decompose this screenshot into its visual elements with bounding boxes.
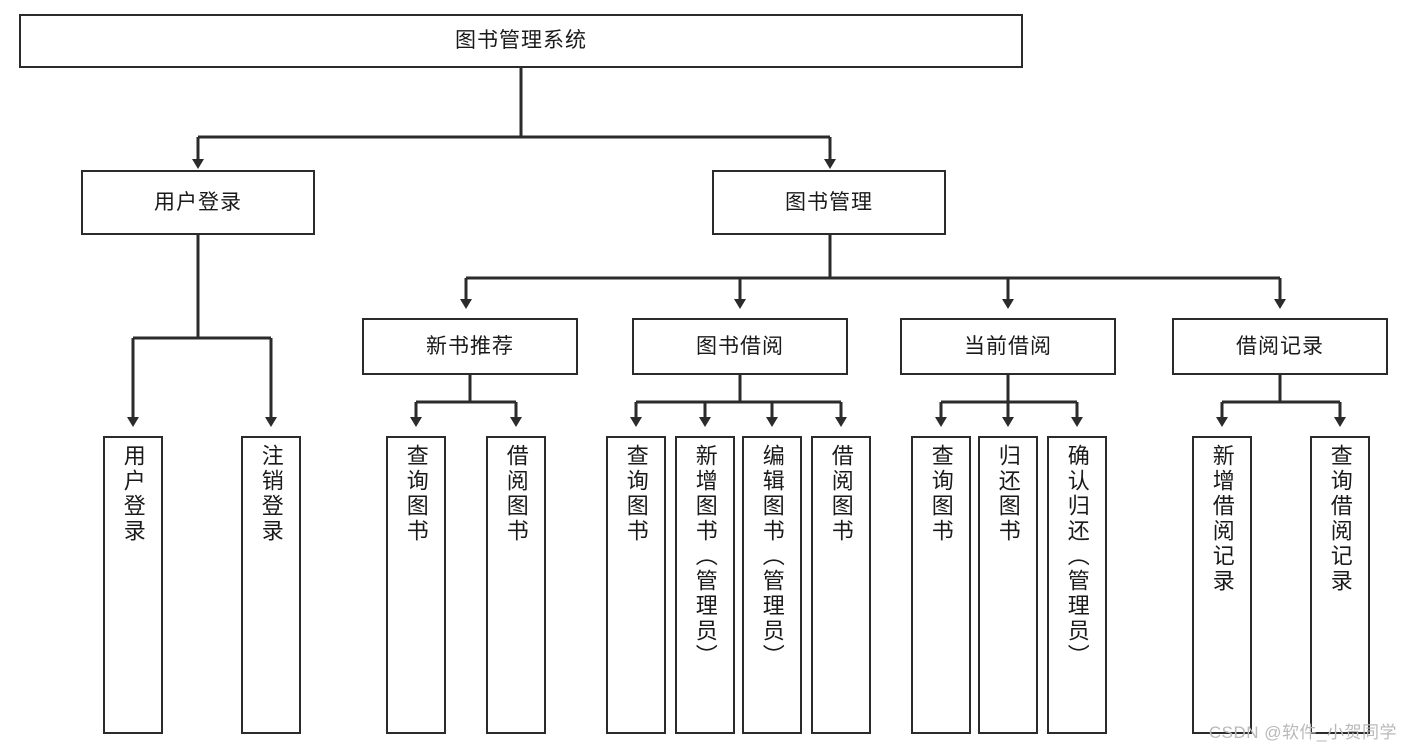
- node-label: 图书管理: [785, 190, 873, 214]
- node-label: 编辑图书（管理员）: [759, 444, 785, 669]
- node-label: 新书推荐: [426, 334, 514, 358]
- node-label: 归还图书: [995, 444, 1021, 544]
- leaf-add-borrow-record[interactable]: 新增借阅记录: [1192, 436, 1252, 734]
- leaf-query-book-borrow[interactable]: 查询图书: [606, 436, 666, 734]
- node-book-borrow[interactable]: 图书借阅: [632, 318, 848, 375]
- node-book-management[interactable]: 图书管理: [712, 170, 946, 235]
- leaf-add-book-admin[interactable]: 新增图书（管理员）: [675, 436, 735, 734]
- leaf-borrow-book[interactable]: 借阅图书: [811, 436, 871, 734]
- watermark-text: CSDN @软件_小贺同学: [1208, 723, 1397, 742]
- node-label: 查询图书: [403, 444, 429, 544]
- node-label: 借阅图书: [503, 444, 529, 544]
- node-label: 借阅记录: [1236, 334, 1324, 358]
- leaf-user-login[interactable]: 用户登录: [103, 436, 163, 734]
- leaf-query-borrow-record[interactable]: 查询借阅记录: [1310, 436, 1370, 734]
- node-label: 确认归还（管理员）: [1064, 444, 1090, 669]
- node-label: 新增图书（管理员）: [692, 444, 718, 669]
- node-label: 图书借阅: [696, 334, 784, 358]
- leaf-edit-book-admin[interactable]: 编辑图书（管理员）: [742, 436, 802, 734]
- leaf-confirm-return-admin[interactable]: 确认归还（管理员）: [1047, 436, 1107, 734]
- leaf-return-book[interactable]: 归还图书: [978, 436, 1038, 734]
- leaf-query-book-recommend[interactable]: 查询图书: [386, 436, 446, 734]
- node-label: 用户登录: [154, 190, 242, 214]
- node-label: 借阅图书: [828, 444, 854, 544]
- node-label: 查询图书: [928, 444, 954, 544]
- node-label: 新增借阅记录: [1209, 444, 1235, 594]
- leaf-query-book-current[interactable]: 查询图书: [911, 436, 971, 734]
- leaf-logout[interactable]: 注销登录: [241, 436, 301, 734]
- node-label: 注销登录: [258, 444, 284, 544]
- node-user-login[interactable]: 用户登录: [81, 170, 315, 235]
- node-label: 当前借阅: [964, 334, 1052, 358]
- node-label: 查询借阅记录: [1327, 444, 1353, 594]
- node-current-borrow[interactable]: 当前借阅: [900, 318, 1116, 375]
- leaf-borrow-book-recommend[interactable]: 借阅图书: [486, 436, 546, 734]
- node-label: 查询图书: [623, 444, 649, 544]
- node-new-book-recommend[interactable]: 新书推荐: [362, 318, 578, 375]
- node-root-system[interactable]: 图书管理系统: [19, 14, 1023, 68]
- node-borrow-record[interactable]: 借阅记录: [1172, 318, 1388, 375]
- node-label: 图书管理系统: [455, 29, 587, 53]
- node-label: 用户登录: [120, 444, 146, 544]
